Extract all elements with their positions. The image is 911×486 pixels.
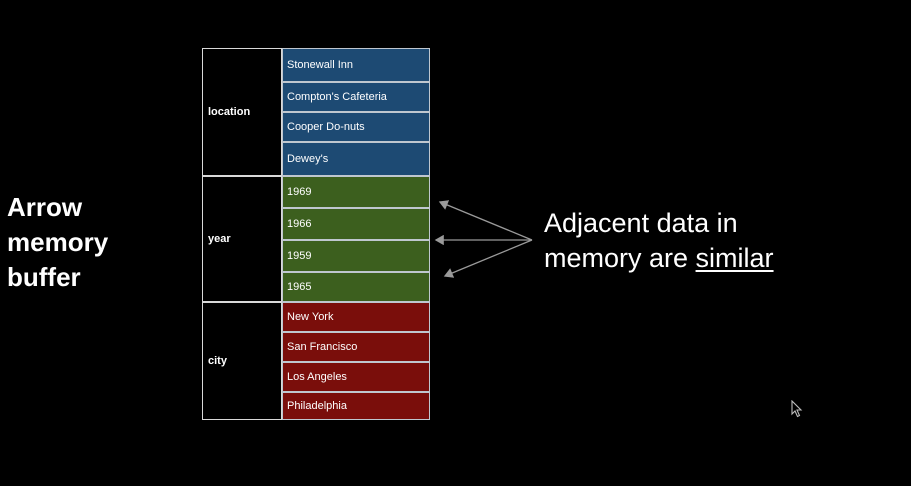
slide-title-line-1: Arrow: [7, 192, 83, 222]
buffer-cell: 1966: [282, 208, 430, 240]
mouse-pointer-icon: [791, 400, 803, 418]
buffer-cell: 1965: [282, 272, 430, 302]
buffer-cell: Dewey's: [282, 142, 430, 176]
annotation-line-2: memory are similar: [544, 241, 864, 276]
slide-title: Arrow memory buffer: [7, 190, 147, 295]
column-label: location: [208, 106, 251, 118]
arrow-left-icon: [443, 239, 533, 278]
buffer-cell: 1959: [282, 240, 430, 272]
slide-title-line-2: memory: [7, 227, 109, 257]
column-group-location: location: [202, 48, 282, 176]
buffer-cell: Philadelphia: [282, 392, 430, 420]
arrow-memory-buffer-diagram: location Stonewall Inn Compton's Cafeter…: [202, 48, 430, 420]
buffer-cell: San Francisco: [282, 332, 430, 362]
annotation-line-1: Adjacent data in: [544, 208, 738, 238]
buffer-cell: Stonewall Inn: [282, 48, 430, 82]
buffer-cell: Cooper Do-nuts: [282, 112, 430, 142]
column-group-city: city: [202, 302, 282, 420]
buffer-cell: Compton's Cafeteria: [282, 82, 430, 112]
buffer-cell: New York: [282, 302, 430, 332]
arrow-left-icon: [438, 200, 533, 241]
column-label: year: [208, 233, 231, 245]
column-label: city: [208, 355, 227, 367]
column-group-year: year: [202, 176, 282, 302]
annotation-emphasis: similar: [695, 243, 774, 273]
annotation-line-2-prefix: memory are: [544, 243, 696, 273]
slide-title-line-3: buffer: [7, 262, 81, 292]
annotation-text: Adjacent data in memory are similar: [544, 206, 864, 276]
buffer-cell: 1969: [282, 176, 430, 208]
buffer-cell: Los Angeles: [282, 362, 430, 392]
